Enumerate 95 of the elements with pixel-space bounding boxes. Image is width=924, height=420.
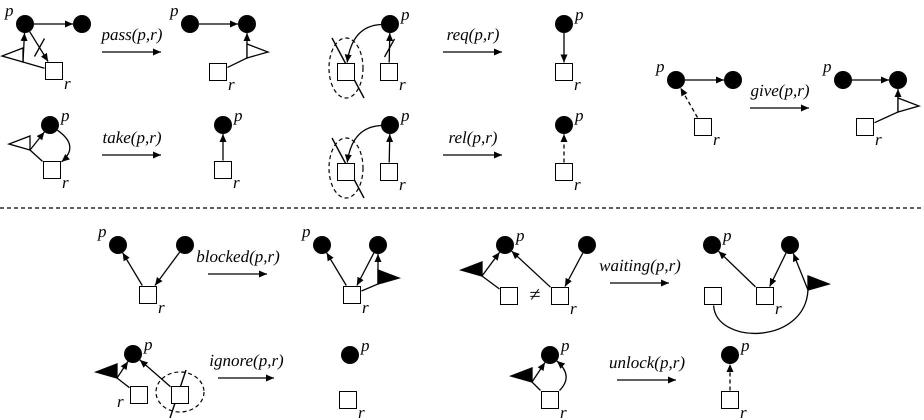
node-label: p	[575, 107, 584, 124]
node-label: p	[656, 58, 664, 75]
resource-node	[694, 118, 712, 136]
rule-label: pass(p,r)	[102, 26, 162, 44]
node-label: r	[570, 300, 577, 317]
resource-node	[337, 163, 355, 181]
node-label: p	[741, 337, 750, 354]
rule-label: give(p,r)	[750, 82, 810, 100]
process-node	[781, 236, 799, 254]
node-label: r	[574, 176, 581, 193]
node-label: r	[117, 393, 124, 410]
resource-node	[43, 161, 61, 179]
node-label: r	[362, 299, 369, 316]
node-label: r	[775, 300, 782, 317]
node-label: p	[302, 223, 310, 240]
resource-node	[339, 391, 357, 409]
node-label: r	[233, 174, 240, 191]
node-label: p	[361, 337, 370, 354]
node-label: r	[62, 174, 69, 191]
not-equal-sign: ≠	[530, 286, 540, 304]
process-node	[109, 236, 127, 254]
node-label: r	[158, 299, 165, 316]
resource-node	[555, 63, 573, 81]
process-node	[541, 346, 559, 364]
resource-node	[756, 287, 774, 305]
node-label: p	[144, 336, 152, 353]
process-node	[41, 116, 59, 134]
node-label: r	[399, 76, 406, 93]
node-label: p	[5, 2, 14, 19]
node-label: p	[516, 227, 524, 244]
node-label: p	[561, 337, 570, 354]
process-node	[238, 15, 256, 33]
node-label: p	[234, 107, 242, 124]
rule-label: unlock(p,r)	[609, 354, 685, 372]
process-node	[341, 346, 359, 364]
resource-node	[721, 391, 739, 409]
node-label: r	[875, 131, 882, 148]
resource-node	[551, 287, 569, 305]
process-node	[181, 15, 199, 33]
resource-node	[856, 118, 874, 136]
resource-node	[171, 386, 189, 404]
resource-node	[555, 163, 573, 181]
process-node	[555, 116, 573, 134]
process-node	[369, 236, 387, 254]
rule-label: take(p,r)	[102, 129, 162, 147]
node-label: r	[560, 404, 567, 420]
resource-node	[139, 286, 157, 304]
process-node	[73, 15, 91, 33]
process-node	[578, 236, 596, 254]
process-node	[555, 15, 573, 33]
resource-node	[380, 163, 398, 181]
node-label: r	[399, 176, 406, 193]
node-label: p	[61, 107, 70, 124]
node-label: p	[98, 223, 106, 240]
process-node	[724, 71, 742, 89]
process-node	[381, 15, 399, 33]
node-label: p	[823, 58, 832, 75]
resource-node	[541, 391, 559, 409]
node-label: p	[170, 2, 178, 19]
rule-label: blocked(p,r)	[196, 248, 280, 266]
process-node	[496, 236, 514, 254]
resource-node	[500, 287, 518, 305]
process-node	[16, 15, 34, 33]
rule-label: req(p,r)	[446, 26, 500, 44]
resource-node	[343, 286, 361, 304]
process-node	[124, 345, 142, 363]
node-label: r	[358, 404, 365, 420]
resource-node	[380, 63, 398, 81]
process-node	[834, 71, 852, 89]
process-node	[667, 71, 685, 89]
node-label: p	[401, 107, 410, 124]
resource-node	[704, 287, 722, 305]
rule-label: waiting(p,r)	[599, 257, 681, 275]
process-node	[381, 116, 399, 134]
node-label: p	[723, 227, 732, 244]
resource-node	[214, 161, 232, 179]
rule-label: rel(p,r)	[448, 129, 498, 147]
process-node	[313, 236, 331, 254]
process-node	[721, 346, 739, 364]
node-label: p	[401, 6, 410, 23]
node-label: r	[64, 75, 71, 92]
node-label: r	[713, 131, 720, 148]
resource-node	[337, 63, 355, 81]
node-label: r	[228, 76, 235, 93]
process-node	[703, 236, 721, 254]
node-label: r	[574, 76, 581, 93]
node-label: r	[740, 404, 747, 420]
resource-node	[45, 62, 63, 80]
resource-node	[130, 386, 148, 404]
rule-label: ignore(p,r)	[209, 352, 284, 370]
resource-node	[209, 63, 227, 81]
process-node	[889, 71, 907, 89]
node-label: p	[575, 6, 584, 23]
process-node	[214, 116, 232, 134]
process-node	[176, 236, 194, 254]
